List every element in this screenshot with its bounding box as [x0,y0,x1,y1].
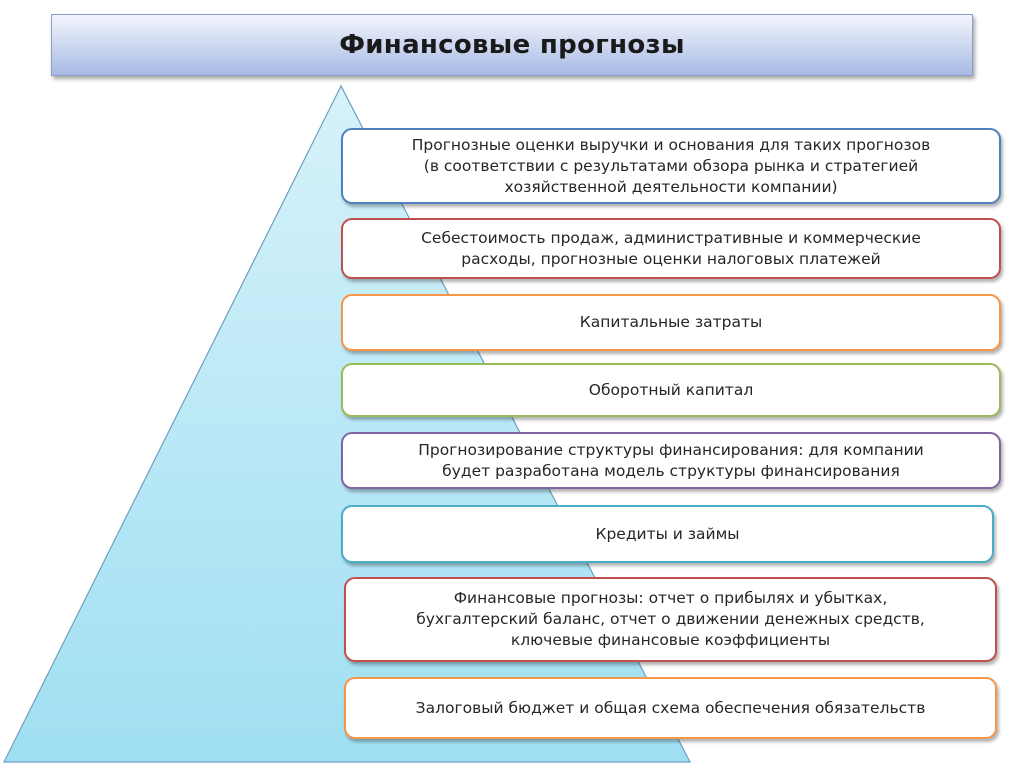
step-box-cost-of-sales: Себестоимость продаж, административные и… [341,218,1001,279]
step-box-financing-structure: Прогнозирование структуры финансирования… [341,432,1001,489]
step-box-credits-loans: Кредиты и займы [341,505,994,563]
title-bar: Финансовые прогнозы [51,14,973,76]
step-box-working-capital: Оборотный капитал [341,363,1001,417]
step-box-capital-expenditure: Капитальные затраты [341,294,1001,351]
page-title: Финансовые прогнозы [339,30,685,60]
step-text: Капитальные затраты [579,313,763,331]
step-box-financial-statements: Финансовые прогнозы: отчет о прибылях и … [344,577,997,662]
step-text: Прогнозные оценки выручки и основания дл… [411,135,931,196]
step-text: Оборотный капитал [588,380,754,399]
step-box-collateral-budget: Залоговый бюджет и общая схема обеспечен… [344,677,997,739]
step-text: Финансовые прогнозы: отчет о прибылях и … [416,589,925,649]
step-text: Себестоимость продаж, административные и… [421,228,921,268]
step-text: Залоговый бюджет и общая схема обеспечен… [415,698,926,717]
step-box-revenue-forecast: Прогнозные оценки выручки и основания дл… [341,128,1001,204]
step-text: Прогнозирование структуры финансирования… [418,440,924,480]
step-text: Кредиты и займы [595,524,740,543]
